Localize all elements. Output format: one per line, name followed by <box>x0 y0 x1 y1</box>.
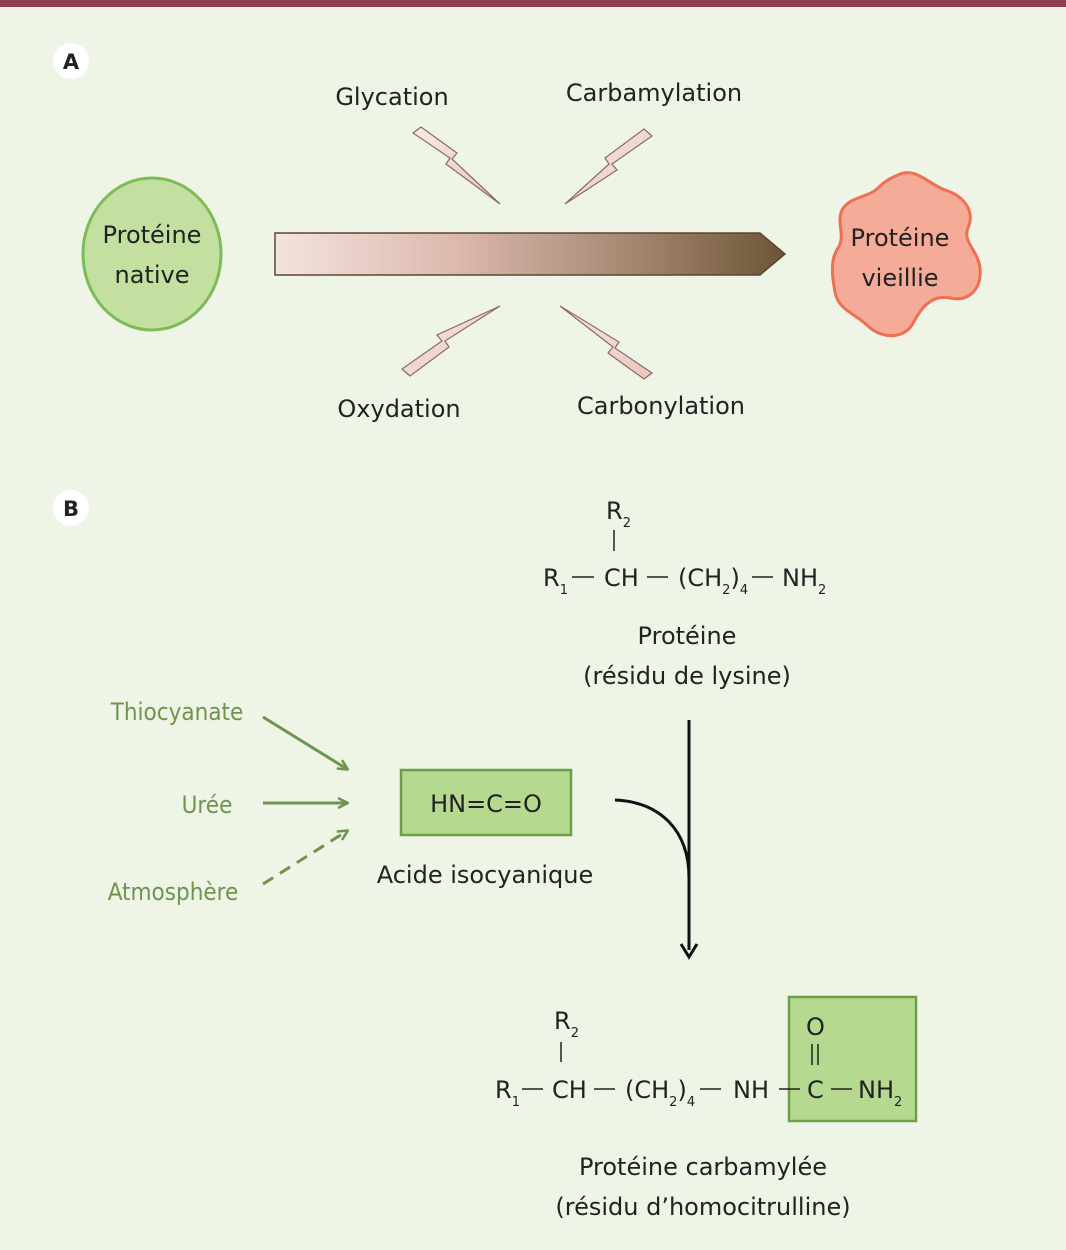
badge-a: A <box>53 43 89 79</box>
lightning-bolt-glycation <box>411 126 501 205</box>
lightning-bolt-carbamylation <box>564 128 653 205</box>
label-carbamylation: Carbamylation <box>566 79 742 107</box>
arrow-atmosphere <box>262 831 347 886</box>
homocitrulline-caption-2: (résidu d’homocitrulline) <box>555 1193 850 1221</box>
svg-text:B: B <box>63 497 79 521</box>
carbamoyl-highlight-box <box>787 995 918 1123</box>
label-oxidation: Oxydation <box>337 395 460 423</box>
source-atmosphere: Atmosphère <box>108 878 239 906</box>
lightning-bolt-oxidation <box>401 305 501 377</box>
arrow-thiocyanate <box>262 715 347 769</box>
svg-text:Protéine: Protéine <box>103 221 202 249</box>
reaction-arrow <box>614 720 699 960</box>
svg-text:HN=C=O: HN=C=O <box>430 790 542 818</box>
svg-text:CH: CH <box>604 564 639 592</box>
svg-text:(CH2)4: (CH2)4 <box>678 564 748 598</box>
lightning-bolt-carbonylation <box>559 305 654 380</box>
svg-text:NH2: NH2 <box>858 1076 902 1110</box>
lysine-caption-2: (résidu de lysine) <box>583 662 791 690</box>
label-carbonylation: Carbonylation <box>577 392 745 420</box>
svg-text:R2: R2 <box>554 1007 579 1041</box>
svg-text:native: native <box>115 261 190 289</box>
badge-b: B <box>53 490 89 526</box>
svg-text:NH2: NH2 <box>782 564 826 598</box>
svg-text:NH: NH <box>733 1076 769 1104</box>
aging-arrow <box>274 232 787 276</box>
svg-text:vieillie: vieillie <box>861 264 938 292</box>
svg-text:C: C <box>807 1076 824 1104</box>
isocyanic-acid-box: HN=C=O <box>399 768 573 837</box>
svg-text:Protéine: Protéine <box>851 224 950 252</box>
native-protein: Protéine native <box>81 176 223 332</box>
top-bar <box>0 0 1066 7</box>
svg-text:R2: R2 <box>606 497 631 531</box>
svg-text:CH: CH <box>552 1076 587 1104</box>
isocyanic-acid-label: Acide isocyanique <box>377 861 594 889</box>
homocitrulline-caption-1: Protéine carbamylée <box>579 1153 827 1181</box>
label-glycation: Glycation <box>335 83 448 111</box>
svg-text:O: O <box>806 1013 825 1041</box>
svg-text:R1: R1 <box>543 564 568 598</box>
svg-text:(CH2)4: (CH2)4 <box>625 1076 695 1110</box>
svg-text:A: A <box>63 50 80 74</box>
lysine-formula: R2 R1 CH (CH2)4 NH2 <box>543 497 826 598</box>
lysine-caption-1: Protéine <box>638 622 737 650</box>
aged-protein: Protéine vieillie <box>830 171 982 338</box>
source-thiocyanate: Thiocyanate <box>110 698 244 726</box>
source-uree: Urée <box>182 791 233 819</box>
svg-text:R1: R1 <box>495 1076 520 1110</box>
homocitrulline-formula: R2 R1 CH (CH2)4 NH O C NH2 <box>495 1007 902 1110</box>
